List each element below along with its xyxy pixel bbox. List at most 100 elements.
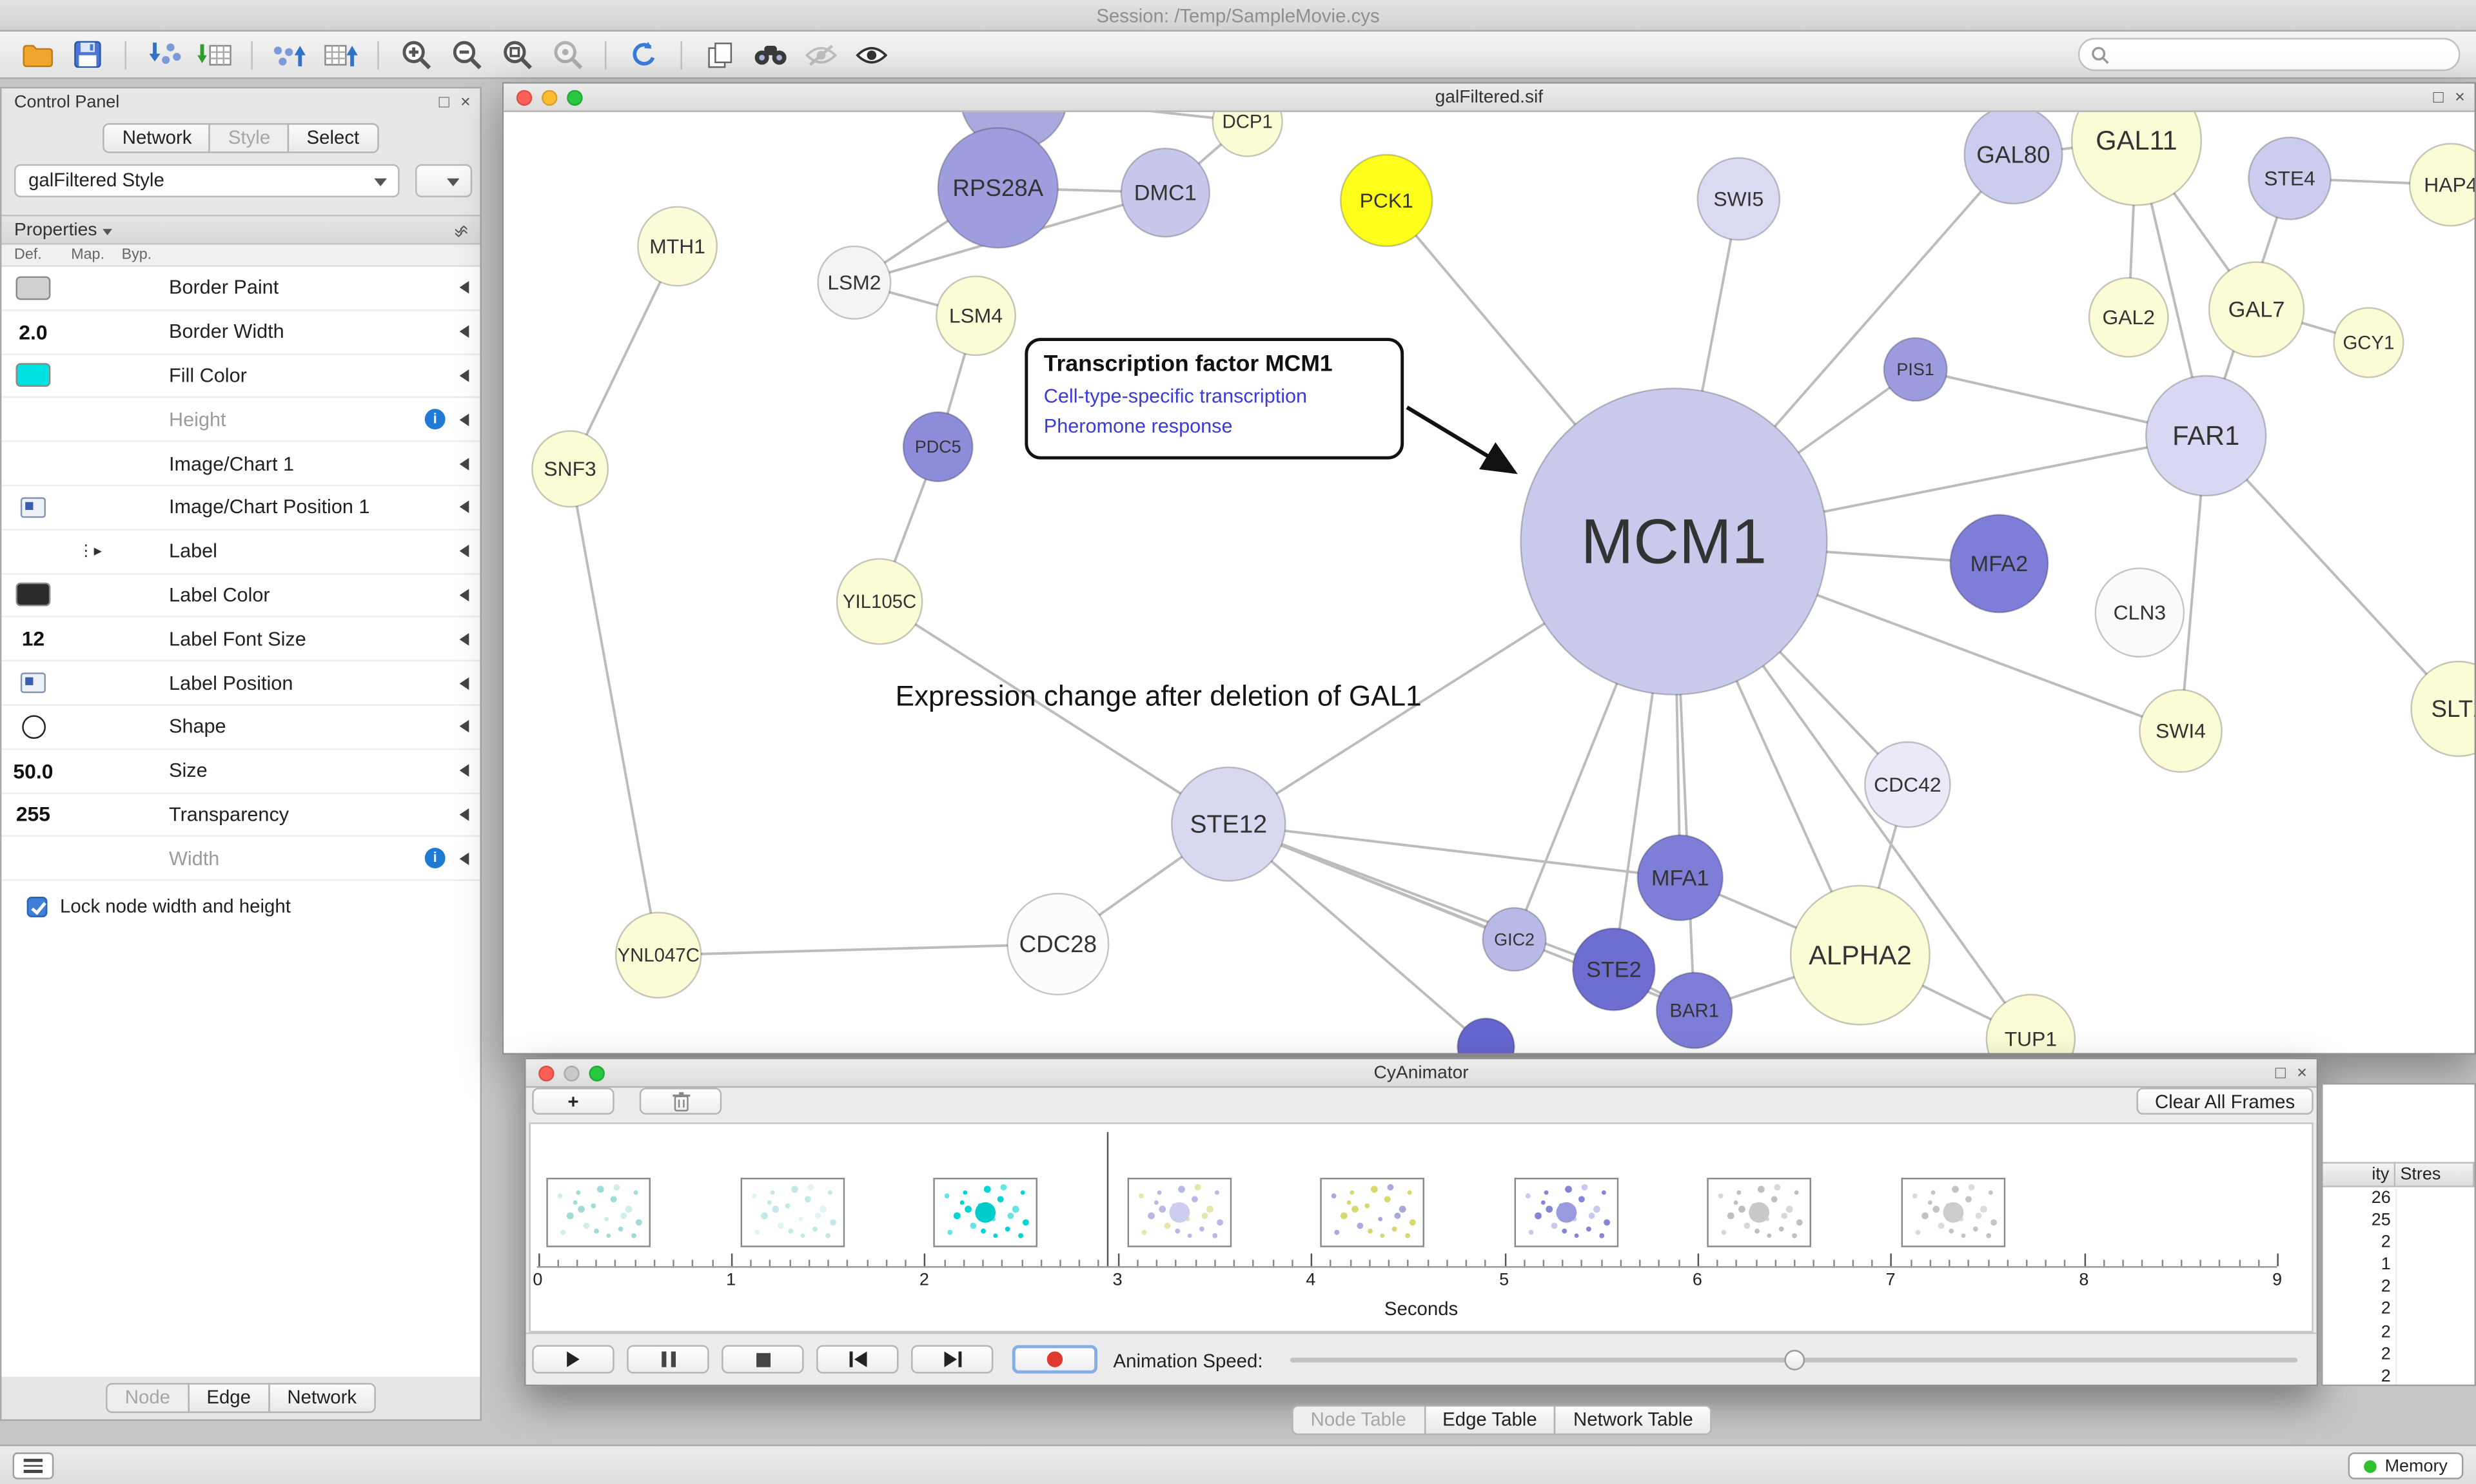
tab-node-style[interactable]: Node bbox=[106, 1383, 190, 1413]
export-network-icon[interactable] bbox=[268, 35, 311, 73]
animation-speed-slider[interactable] bbox=[1290, 1349, 2298, 1370]
tab-network-table[interactable]: Network Table bbox=[1554, 1405, 1713, 1436]
property-row-label-position[interactable]: Label Position bbox=[1, 662, 480, 706]
table-row[interactable]: 2 bbox=[2323, 1344, 2474, 1367]
close-view-icon[interactable]: × bbox=[2297, 1064, 2307, 1084]
network-node-swi4[interactable]: SWI4 bbox=[2139, 688, 2223, 773]
annotation-link-2[interactable]: Pheromone response bbox=[1043, 415, 1233, 437]
maximize-window-icon[interactable] bbox=[567, 90, 583, 106]
show-all-icon[interactable] bbox=[850, 35, 892, 73]
clear-all-frames-button[interactable]: Clear All Frames bbox=[2136, 1088, 2314, 1115]
import-table-icon[interactable] bbox=[193, 35, 235, 73]
import-network-icon[interactable] bbox=[142, 35, 184, 73]
add-frame-button[interactable]: + bbox=[532, 1088, 614, 1115]
property-row-label[interactable]: ⋮▸Label bbox=[1, 530, 480, 574]
close-window-icon[interactable] bbox=[538, 1066, 555, 1082]
network-node-cdc28[interactable]: CDC28 bbox=[1007, 892, 1110, 996]
open-session-button[interactable] bbox=[15, 35, 58, 73]
property-row-shape[interactable]: Shape bbox=[1, 706, 480, 750]
property-row-border-paint[interactable]: Border Paint bbox=[1, 267, 480, 311]
close-window-icon[interactable] bbox=[516, 90, 533, 106]
style-options-button[interactable] bbox=[415, 164, 473, 198]
network-node-swi5[interactable]: SWI5 bbox=[1696, 157, 1781, 241]
expand-row-icon[interactable] bbox=[459, 369, 469, 382]
network-node-n2[interactable] bbox=[1457, 1017, 1515, 1053]
property-row-label-color[interactable]: Label Color bbox=[1, 574, 480, 618]
network-node-mfa2[interactable]: MFA2 bbox=[1949, 514, 2049, 614]
record-button[interactable] bbox=[1012, 1345, 1098, 1374]
pause-button[interactable] bbox=[627, 1345, 709, 1374]
expand-row-icon[interactable] bbox=[459, 852, 469, 865]
expand-row-icon[interactable] bbox=[459, 545, 469, 558]
network-node-bar1[interactable]: BAR1 bbox=[1655, 971, 1733, 1050]
tab-edge-style[interactable]: Edge bbox=[187, 1383, 270, 1413]
property-row-image-chart-1[interactable]: Image/Chart 1 bbox=[1, 442, 480, 487]
table-column-header[interactable]: ity bbox=[2323, 1162, 2396, 1187]
status-menu-button[interactable] bbox=[12, 1452, 54, 1479]
float-window-icon[interactable]: □ bbox=[2275, 1064, 2286, 1084]
network-node-mth1[interactable]: MTH1 bbox=[637, 206, 718, 287]
table-column-header[interactable]: Stres bbox=[2395, 1162, 2475, 1187]
table-row[interactable]: 25 bbox=[2323, 1211, 2474, 1234]
network-node-pdc5[interactable]: PDC5 bbox=[902, 411, 974, 483]
frame-thumbnail-8[interactable] bbox=[1900, 1177, 2005, 1247]
tab-node-table[interactable]: Node Table bbox=[1292, 1405, 1426, 1436]
frame-thumbnail-7[interactable] bbox=[1707, 1177, 1811, 1247]
tab-style[interactable]: Style bbox=[209, 123, 290, 153]
float-panel-icon[interactable]: □ bbox=[438, 93, 449, 112]
skip-to-end-button[interactable] bbox=[911, 1345, 994, 1374]
expand-row-icon[interactable] bbox=[459, 676, 469, 690]
network-node-cdc42[interactable]: CDC42 bbox=[1864, 741, 1951, 828]
network-node-pis1[interactable]: PIS1 bbox=[1883, 337, 1948, 402]
network-node-alpha2[interactable]: ALPHA2 bbox=[1789, 884, 1931, 1026]
annotation-link-1[interactable]: Cell-type-specific transcription bbox=[1043, 385, 1308, 407]
expand-row-icon[interactable] bbox=[459, 632, 469, 646]
network-node-ste12[interactable]: STE12 bbox=[1170, 766, 1286, 882]
style-selector-dropdown[interactable]: galFiltered Style bbox=[14, 164, 400, 198]
search-binoculars-icon[interactable] bbox=[749, 35, 791, 73]
network-node-gal2[interactable]: GAL2 bbox=[2088, 277, 2169, 358]
tab-network[interactable]: Network bbox=[103, 123, 211, 153]
memory-button[interactable]: Memory bbox=[2348, 1452, 2464, 1479]
network-node-slt2[interactable]: SLT2 bbox=[2410, 660, 2475, 757]
play-button[interactable] bbox=[532, 1345, 614, 1374]
expand-row-icon[interactable] bbox=[459, 413, 469, 426]
table-row[interactable]: 2 bbox=[2323, 1233, 2474, 1256]
expand-row-icon[interactable] bbox=[459, 281, 469, 295]
frame-thumbnail-4[interactable] bbox=[1126, 1177, 1231, 1247]
network-node-far1[interactable]: FAR1 bbox=[2145, 375, 2267, 497]
color-swatch[interactable] bbox=[15, 583, 51, 607]
properties-header[interactable]: Properties »» bbox=[1, 215, 480, 245]
export-table-icon[interactable] bbox=[319, 35, 362, 73]
network-node-gal11[interactable]: GAL11 bbox=[2070, 112, 2203, 206]
delete-frame-button[interactable] bbox=[639, 1088, 722, 1115]
tab-edge-table[interactable]: Edge Table bbox=[1423, 1405, 1557, 1436]
hide-selected-icon[interactable] bbox=[799, 35, 841, 73]
network-node-ynl047c[interactable]: YNL047C bbox=[614, 912, 702, 999]
network-node-ste4[interactable]: STE4 bbox=[2248, 136, 2332, 220]
network-node-lsm2[interactable]: LSM2 bbox=[817, 245, 892, 320]
tab-select[interactable]: Select bbox=[288, 123, 378, 153]
property-row-fill-color[interactable]: Fill Color bbox=[1, 355, 480, 399]
expand-row-icon[interactable] bbox=[459, 325, 469, 338]
frame-thumbnail-6[interactable] bbox=[1513, 1177, 1618, 1247]
network-node-gal80[interactable]: GAL80 bbox=[1963, 112, 2063, 205]
close-view-icon[interactable]: × bbox=[2455, 88, 2465, 108]
expand-row-icon[interactable] bbox=[459, 720, 469, 734]
table-row[interactable]: 26 bbox=[2323, 1189, 2474, 1211]
network-node-hap4[interactable]: HAP4 bbox=[2408, 142, 2475, 227]
color-swatch[interactable] bbox=[15, 276, 51, 300]
frame-thumbnail-5[interactable] bbox=[1320, 1177, 1424, 1247]
zoom-out-icon[interactable] bbox=[446, 35, 488, 73]
expand-all-icon[interactable]: » bbox=[453, 228, 473, 235]
minimize-window-icon[interactable] bbox=[564, 1066, 580, 1082]
maximize-window-icon[interactable] bbox=[589, 1066, 605, 1082]
network-node-gcy1[interactable]: GCY1 bbox=[2333, 307, 2404, 378]
